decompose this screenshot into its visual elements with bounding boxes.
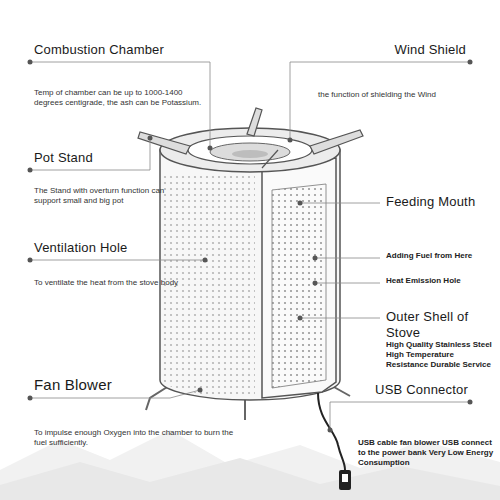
leader-dot xyxy=(148,136,153,141)
chamber-bottom xyxy=(232,150,268,158)
leader-dots xyxy=(28,60,473,433)
part-name: Pot Stand xyxy=(34,150,184,166)
part-note: Heat Emission Hole xyxy=(386,276,496,286)
part-name: Outer Shell of Stove xyxy=(386,309,496,342)
leader-dot xyxy=(288,138,293,143)
outer-shell xyxy=(160,150,340,400)
leader-line xyxy=(315,258,380,259)
part-note: The Stand with overturn function can sup… xyxy=(34,186,184,206)
leader-dot xyxy=(298,316,303,321)
mountain-background xyxy=(0,458,500,500)
leader-dot xyxy=(313,256,318,261)
leader-dot xyxy=(28,258,33,263)
leader-line xyxy=(315,283,380,284)
leader-dot xyxy=(203,258,208,263)
front-panel xyxy=(262,158,336,398)
leader-dot xyxy=(468,60,473,65)
leader-line xyxy=(300,203,380,204)
part-name: Ventilation Hole xyxy=(34,240,204,256)
part-name: Fan Blower xyxy=(34,376,194,395)
part-note: Temp of chamber can be up to 1000-1400 d… xyxy=(34,88,204,108)
part-name: Combustion Chamber xyxy=(34,42,234,58)
usb-plug-slot xyxy=(342,474,348,482)
leader-dot xyxy=(28,168,33,173)
part-name: Wind Shield xyxy=(300,42,466,58)
leader-dot xyxy=(208,146,213,151)
leader-line xyxy=(300,318,380,319)
leader-dot xyxy=(198,388,203,393)
leader-dot xyxy=(468,400,473,405)
heat-emission-holes xyxy=(272,184,326,388)
leader-line xyxy=(30,62,210,148)
leader-lines xyxy=(30,62,470,430)
pot-stand xyxy=(247,108,262,136)
leader-dot xyxy=(28,396,33,401)
part-note: the function of shielding the Wind xyxy=(318,90,488,100)
part-name: Feeding Mouth xyxy=(386,194,496,210)
pot-stand xyxy=(310,130,363,154)
part-note: Adding Fuel from Here xyxy=(386,251,496,261)
part-note: To impulse enough Oxygen into the chambe… xyxy=(34,428,244,448)
leader-line xyxy=(330,402,470,430)
wind-shield xyxy=(188,136,312,164)
pot-stand xyxy=(262,150,278,168)
leader-line xyxy=(290,62,470,140)
part-note: High Quality Stainless Steel High Temper… xyxy=(386,340,496,370)
part-note: To ventilate the heat from the stove bod… xyxy=(34,278,204,288)
part-note: USB cable fan blower USB connect to the … xyxy=(358,438,496,468)
leader-dot xyxy=(28,60,33,65)
usb-cable xyxy=(318,393,345,470)
part-name: USB Connector xyxy=(360,382,468,398)
pot-stand xyxy=(138,132,190,154)
usb-plug xyxy=(339,470,351,490)
leader-dot xyxy=(313,281,318,286)
stove-foot xyxy=(244,398,246,420)
leader-dot xyxy=(328,428,333,433)
leader-line xyxy=(30,260,205,261)
combustion-chamber xyxy=(210,143,290,161)
leader-dot xyxy=(298,201,303,206)
